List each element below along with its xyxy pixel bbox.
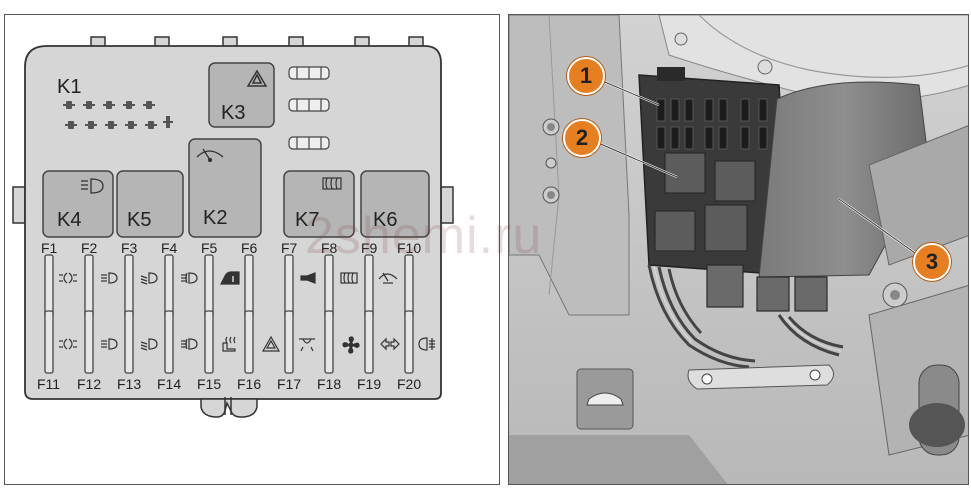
- fuse-label: F7: [281, 240, 298, 256]
- bolt-icon: [545, 157, 557, 169]
- relay-k5-label: K5: [127, 209, 152, 231]
- high-beam-icon: [101, 338, 118, 350]
- bottom-clip: [200, 398, 258, 418]
- dash-panel: [509, 15, 630, 316]
- screw-icon: [674, 32, 688, 46]
- fuse-label: F11: [37, 376, 61, 392]
- fuse-box-diagram: K1 K3 K2 K4 K5 K7 K6 F1 F2 F3 F4 F5 F6 F…: [4, 14, 500, 485]
- fan-icon: [342, 336, 360, 354]
- fuse-label: F9: [361, 240, 378, 256]
- fuse-label: F3: [121, 240, 138, 256]
- relay-k2-label: K2: [203, 207, 228, 229]
- seat-heater-icon: [222, 336, 236, 352]
- fuse-label: F15: [197, 376, 222, 392]
- fuse-label: F16: [237, 376, 262, 392]
- relay-k2: [188, 138, 262, 238]
- headlight-icon: [81, 178, 104, 194]
- relay-k5: [116, 170, 184, 238]
- parking-light-icon: [59, 338, 77, 350]
- callout-1: 1: [567, 57, 605, 95]
- relay-k3-label: K3: [221, 102, 246, 124]
- fog-light-icon: [181, 272, 198, 284]
- fuse-label: F6: [241, 240, 258, 256]
- relay-k6: [360, 170, 430, 238]
- callout-2: 2: [563, 119, 601, 157]
- fuse-label: F1: [41, 240, 58, 256]
- connector-pins: [288, 66, 330, 150]
- screw-icon: [757, 59, 773, 75]
- callout-3: 3: [913, 243, 951, 281]
- relay-k6-label: K6: [373, 209, 398, 231]
- fuse-label: F5: [201, 240, 218, 256]
- mount-bracket: [687, 364, 834, 390]
- fuse-label: F19: [357, 376, 382, 392]
- power-window-icon: [220, 271, 240, 285]
- fuse-label: F14: [157, 376, 182, 392]
- horn-icon: [300, 272, 316, 284]
- interior-light-icon: [299, 338, 315, 352]
- fuse-label: F10: [397, 240, 422, 256]
- k1-connector-symbols: [63, 101, 173, 129]
- rear-fog-icon: [418, 337, 435, 351]
- column-shroud: [868, 125, 968, 266]
- relay-k3: [208, 62, 275, 128]
- relay-photo: [714, 160, 756, 202]
- rear-defrost-icon: [322, 177, 342, 190]
- fuse-label: F18: [317, 376, 342, 392]
- relay-k4: [42, 170, 114, 238]
- fuse-label: F4: [161, 240, 178, 256]
- fuse-label: F13: [117, 376, 142, 392]
- relay-k4-label: K4: [57, 209, 82, 231]
- car-hood-icon: [586, 392, 624, 406]
- fuse-label: F8: [321, 240, 338, 256]
- relay-photo: [756, 276, 790, 312]
- fuse-row-bottom: [44, 310, 414, 374]
- fuse-label: F20: [397, 376, 422, 392]
- low-beam-icon: [140, 272, 158, 285]
- fuse-label: F2: [81, 240, 98, 256]
- side-tab: [12, 186, 26, 224]
- relay-photo: [654, 210, 696, 252]
- fuse-label: F12: [77, 376, 102, 392]
- low-beam-icon: [140, 338, 158, 351]
- hazard-triangle-icon: [246, 69, 268, 87]
- hazard-icon: [261, 335, 281, 352]
- fuse-label: F17: [277, 376, 302, 392]
- turn-signal-icon: [380, 337, 400, 351]
- fog-light-icon: [181, 338, 198, 350]
- watermark: 2shemi.ru: [305, 207, 543, 265]
- high-beam-icon: [101, 272, 118, 284]
- relay-photo: [794, 276, 828, 312]
- installation-illustration: 1 2 3: [508, 14, 969, 485]
- floor-area: [509, 435, 728, 484]
- relay-k7-label: K7: [295, 209, 320, 231]
- relay-k1-label: K1: [57, 76, 82, 98]
- parking-light-icon: [59, 272, 77, 284]
- relay-photo: [704, 204, 748, 252]
- wiper-icon: [378, 272, 398, 284]
- relay-photo: [664, 152, 706, 194]
- wiper-icon: [196, 148, 224, 163]
- rear-defrost-icon: [340, 272, 358, 284]
- fuse-box-drawing: [12, 36, 454, 418]
- relay-photo: [706, 264, 744, 308]
